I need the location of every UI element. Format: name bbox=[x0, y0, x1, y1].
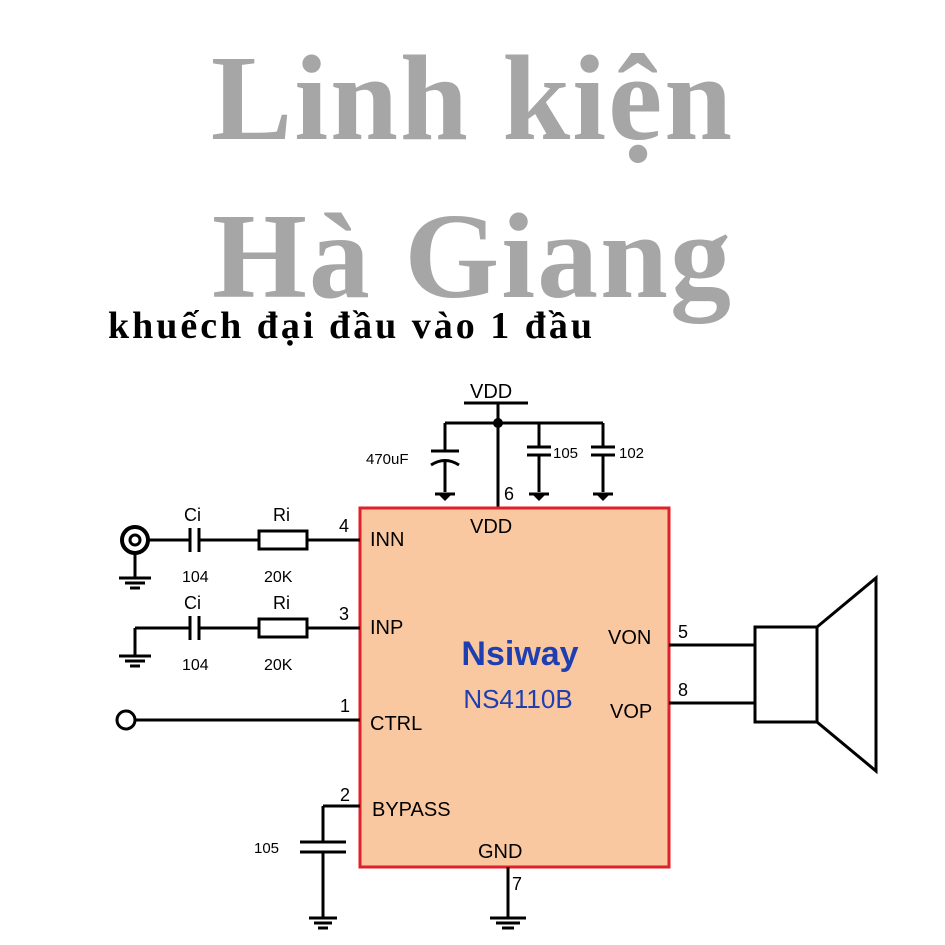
cap-102-label: 102 bbox=[619, 445, 644, 462]
pin-number-ctrl: 1 bbox=[340, 696, 350, 716]
ground-arrow bbox=[438, 494, 452, 501]
pin-number-inn: 4 bbox=[339, 516, 349, 536]
watermark-line-2: Hà Giang bbox=[211, 189, 734, 324]
bypass-cap bbox=[300, 804, 360, 930]
pin-name-vdd: VDD bbox=[470, 516, 512, 538]
input-resistor-inp bbox=[257, 617, 309, 639]
pin-number-inp: 3 bbox=[339, 604, 349, 624]
junction-dot bbox=[493, 418, 503, 428]
cap-470uf bbox=[430, 423, 460, 492]
chip-part-number: NS4110B bbox=[463, 684, 572, 714]
diagram-subtitle: khuếch đại đầu vào 1 đầu bbox=[108, 305, 595, 347]
cap-name-inn: Ci bbox=[184, 505, 201, 525]
cap-102-supply bbox=[591, 423, 615, 496]
pin-number-bypass: 2 bbox=[340, 785, 350, 805]
cap-105-supply bbox=[527, 423, 551, 496]
res-value-inn: 20K bbox=[264, 569, 293, 586]
speaker-wiring bbox=[669, 643, 755, 705]
cap-105-label: 105 bbox=[553, 445, 578, 462]
watermark-line-1: Linh kiện bbox=[210, 31, 735, 166]
pin-name-von: VON bbox=[608, 627, 651, 649]
ctrl-terminal bbox=[115, 709, 137, 731]
input-resistor-inn bbox=[257, 529, 309, 551]
vdd-supply bbox=[445, 401, 603, 508]
res-name-inn: Ri bbox=[273, 505, 290, 525]
res-value-inp: 20K bbox=[264, 657, 293, 674]
input-jack bbox=[119, 525, 190, 590]
ground-arrow bbox=[532, 494, 546, 501]
input-cap-inn bbox=[188, 528, 259, 552]
input-cap-inp bbox=[188, 616, 259, 640]
pin-name-ctrl: CTRL bbox=[370, 713, 422, 735]
cap-value-inn: 104 bbox=[182, 569, 209, 586]
pin-number-vdd: 6 bbox=[504, 484, 514, 504]
cap-name-inp: Ci bbox=[184, 593, 201, 613]
pin-number-von: 5 bbox=[678, 622, 688, 642]
cap-470uf-label: 470uF bbox=[366, 451, 409, 468]
ground-arrow bbox=[596, 494, 610, 501]
pin-name-bypass: BYPASS bbox=[372, 799, 451, 821]
vdd-rail-label: VDD bbox=[470, 381, 512, 403]
res-name-inp: Ri bbox=[273, 593, 290, 613]
pin-number-gnd: 7 bbox=[512, 874, 522, 894]
pin-number-vop: 8 bbox=[678, 680, 688, 700]
speaker-icon bbox=[753, 574, 878, 775]
pin-name-gnd: GND bbox=[478, 841, 522, 863]
pin-name-vop: VOP bbox=[610, 701, 652, 723]
cap-value-inp: 104 bbox=[182, 657, 209, 674]
pin-name-inn: INN bbox=[370, 529, 404, 551]
amplifier-ic-body bbox=[358, 506, 671, 869]
inp-ground-return bbox=[119, 626, 190, 668]
chip-brand: Nsiway bbox=[461, 635, 578, 673]
chip-ground bbox=[490, 867, 526, 930]
bypass-cap-label: 105 bbox=[254, 840, 279, 857]
pin-name-inp: INP bbox=[370, 617, 403, 639]
